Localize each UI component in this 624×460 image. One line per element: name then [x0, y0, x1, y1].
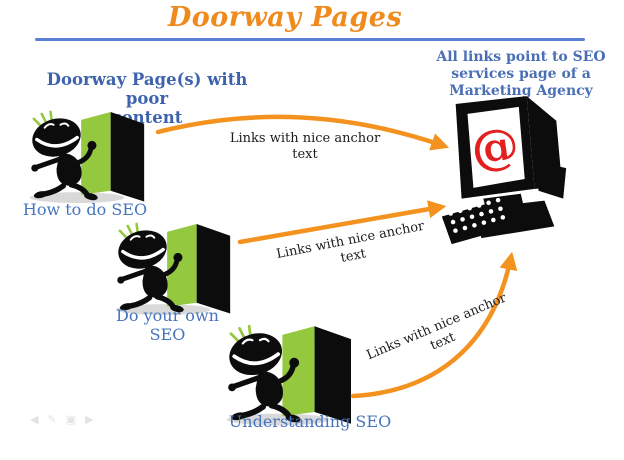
keyboard [441, 197, 515, 245]
arrow-1-caption: Links with nice anchor text [229, 130, 381, 162]
title-underline [35, 38, 585, 41]
figure-label-do-your-own-seo: Do your own SEO [116, 306, 219, 344]
at-symbol: @ [468, 117, 523, 178]
monitor-screen [467, 106, 525, 188]
doorway-heading: Doorway Page(s) with poor content [46, 70, 248, 127]
agency-note: All links point to SEO services page of … [436, 49, 606, 99]
arrow-2-caption: Links with nice anchor text [275, 218, 426, 267]
doorway-figure-2-illustration [110, 220, 240, 317]
watermark-toolbar: ◀ ✎ ▣ ▶ [30, 413, 94, 426]
figure-label-how-to-do-seo: How to do SEO [22, 200, 148, 219]
figure-label-understanding-seo: Understanding SEO [228, 412, 392, 431]
doorway-figure-1-illustration [24, 108, 154, 205]
arrow-3-caption: Links with nice anchor text [364, 290, 509, 364]
pencil-icon: ✎ [47, 413, 57, 426]
page-title: Doorway Pages [167, 2, 403, 33]
previous-arrow-icon: ◀ [30, 413, 39, 426]
image-icon: ▣ [65, 413, 77, 426]
next-arrow-icon: ▶ [85, 413, 94, 426]
monitor-step [536, 161, 567, 199]
seo-agency-computer-icon: @ [441, 96, 567, 245]
